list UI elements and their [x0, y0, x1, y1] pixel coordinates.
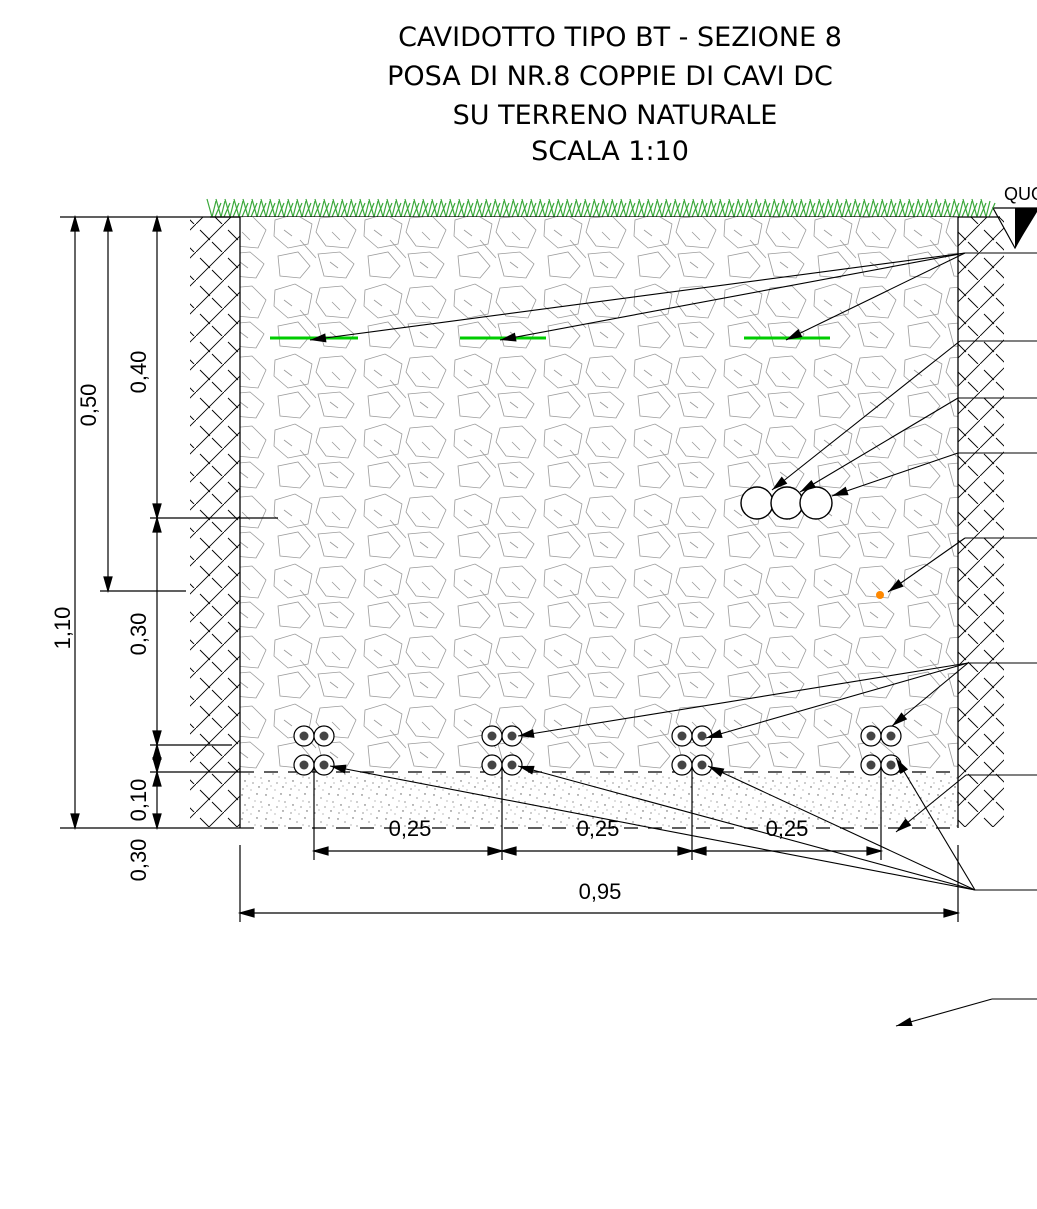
ground-level-label: QUO	[1004, 184, 1037, 204]
dc-cable-conductor	[677, 760, 687, 770]
leader-lines	[309, 252, 1037, 1027]
dc-cable-conductor	[697, 731, 707, 741]
leader-electrode	[887, 537, 966, 593]
dc-cable-pairs	[293, 725, 902, 776]
dc-cable-conductor	[507, 731, 517, 741]
dc-cable-conductor	[507, 760, 517, 770]
dim-upper-040: 0,40	[126, 351, 151, 394]
conduit-2	[770, 486, 804, 520]
title-line-2: POSA DI NR.8 COPPIE DI CAVI DC	[387, 61, 833, 92]
leader-backfill	[895, 774, 967, 833]
grass-surface	[206, 198, 996, 218]
dc-cable-conductor	[487, 760, 497, 770]
cable-pair-2-2	[481, 754, 523, 776]
leader-cables-upper-3	[891, 662, 969, 727]
cable-pair-1-4	[860, 725, 902, 747]
cable-pair-1-1	[293, 725, 335, 747]
dim-spacing-2: 0,25	[577, 816, 620, 841]
leader-conduit-3	[831, 452, 959, 497]
trench-wall-left	[190, 217, 240, 827]
level-triangle-fill	[1015, 208, 1037, 248]
cable-pair-1-2	[481, 725, 523, 747]
title-line-4-scale: SCALA 1:10	[531, 136, 689, 167]
leader-cables-lower-1	[329, 764, 976, 891]
vertical-dimensions	[60, 214, 278, 831]
sand-bedding-layer	[240, 772, 958, 828]
leader-cables-upper-1	[517, 662, 969, 738]
dim-spacing-3: 0,25	[766, 816, 809, 841]
leader-cables-upper-2	[705, 662, 969, 739]
dc-cable-conductor	[866, 731, 876, 741]
conduit-1	[740, 486, 774, 520]
dc-cable-conductor	[697, 760, 707, 770]
dim-bottom-010: 0,10	[126, 779, 151, 822]
leader-sand	[895, 998, 993, 1027]
title-line-1: CAVIDOTTO TIPO BT - SEZIONE 8	[398, 22, 842, 53]
cable-pair-2-3	[671, 754, 713, 776]
dc-cable-conductor	[886, 731, 896, 741]
trench-wall-right	[958, 217, 1004, 827]
backfill-natural-soil	[240, 217, 958, 772]
leader-tape-2	[499, 252, 966, 342]
cable-pair-1-3	[671, 725, 713, 747]
leader-conduit-2	[799, 397, 959, 493]
conduit-3	[799, 486, 833, 520]
leader-cables-lower-4	[895, 757, 976, 891]
cable-pair-2-4	[860, 754, 902, 776]
dim-total-width: 0,95	[579, 879, 622, 904]
title-line-3: SU TERRENO NATURALE	[453, 100, 778, 131]
leader-cables-lower-3	[707, 765, 976, 891]
drawing-title: CAVIDOTTO TIPO BT - SEZIONE 8 POSA DI NR…	[387, 22, 842, 167]
dim-mid-030-a: 0,30	[126, 613, 151, 656]
dc-cable-conductor	[886, 760, 896, 770]
dim-upper-050: 0,50	[76, 384, 101, 427]
dc-cable-conductor	[319, 760, 329, 770]
conduits-group	[740, 486, 833, 520]
dim-mid-030-b: 0,30	[126, 839, 151, 882]
dc-cable-conductor	[677, 731, 687, 741]
leader-tape-1	[309, 252, 966, 343]
earth-electrode	[876, 591, 884, 599]
dim-spacing-1: 0,25	[389, 816, 432, 841]
dc-cable-conductor	[487, 731, 497, 741]
dc-cable-conductor	[319, 731, 329, 741]
leader-conduit-1	[771, 340, 961, 491]
horizontal-dimensions	[237, 768, 961, 922]
leader-cables-lower-2	[517, 765, 976, 891]
dc-cable-conductor	[299, 731, 309, 741]
cable-pair-2-1	[293, 754, 335, 776]
leader-tape-3	[785, 252, 966, 341]
dc-cable-conductor	[299, 760, 309, 770]
dc-cable-conductor	[866, 760, 876, 770]
dim-total-height: 1,10	[50, 607, 75, 650]
